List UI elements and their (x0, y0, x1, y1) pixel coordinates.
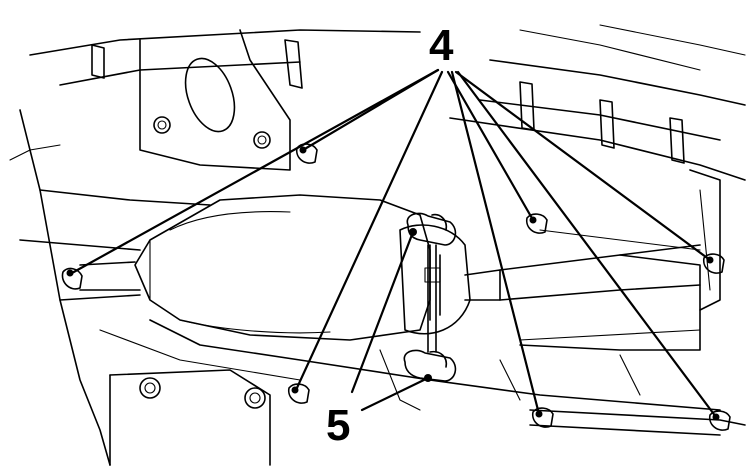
fastener-clips (61, 143, 731, 431)
clip-left (61, 267, 83, 290)
hanger-upper (406, 212, 457, 246)
rail-tabs (91, 39, 685, 164)
right-bracket (689, 169, 721, 311)
catalytic-converter (79, 194, 431, 341)
floor-pan (99, 319, 746, 466)
callout-label-5: 5 (326, 401, 350, 450)
pipe-flange (399, 224, 501, 335)
rear-pipe (499, 229, 701, 351)
leaders-callout-4 (70, 68, 718, 419)
frame-rail-upper (29, 24, 746, 181)
callout-label-4: 4 (429, 21, 454, 70)
clip-lower-left (287, 383, 310, 404)
crossmember-bracket (139, 29, 291, 171)
body-left (9, 109, 211, 466)
leaders-callout-5 (350, 230, 430, 412)
